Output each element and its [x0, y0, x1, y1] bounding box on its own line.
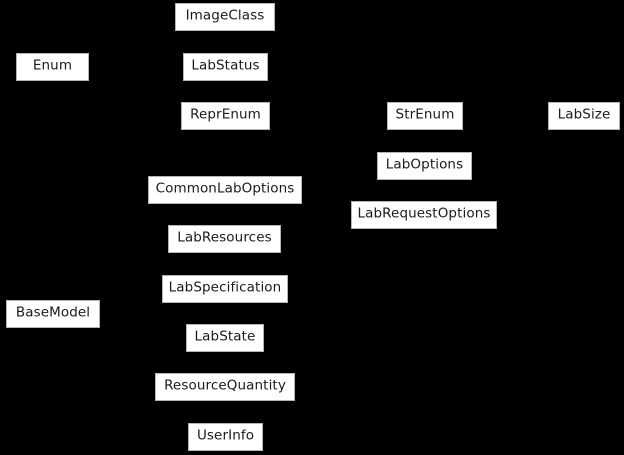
class-node-resource-quantity[interactable]: ResourceQuantity	[155, 373, 295, 401]
class-node-label: LabRequestOptions	[357, 205, 491, 222]
inheritance-edge	[100, 313, 155, 388]
class-node-enum[interactable]: Enum	[16, 53, 89, 81]
class-node-lab-state[interactable]: LabState	[186, 324, 264, 352]
class-node-lab-status[interactable]: LabStatus	[183, 53, 268, 81]
class-node-label: LabOptions	[385, 156, 464, 173]
class-node-lab-resources[interactable]: LabResources	[168, 225, 281, 253]
inheritance-edge	[100, 313, 186, 339]
class-node-lab-options[interactable]: LabOptions	[377, 152, 472, 180]
inheritance-edge	[100, 288, 162, 315]
class-node-base-model[interactable]: BaseModel	[6, 300, 100, 328]
class-node-label: Enum	[32, 57, 73, 74]
class-node-label: ImageClass	[185, 7, 265, 24]
class-node-label: LabSpecification	[168, 279, 282, 296]
inheritance-edge	[89, 66, 181, 117]
inheritance-edge	[100, 16, 175, 315]
class-node-common-lab-options[interactable]: CommonLabOptions	[148, 176, 302, 204]
class-node-label: UserInfo	[196, 427, 255, 444]
class-node-label: LabSize	[557, 106, 611, 123]
class-node-label: LabState	[194, 328, 256, 345]
class-node-label: BaseModel	[15, 304, 91, 321]
class-node-lab-size[interactable]: LabSize	[548, 102, 620, 130]
class-node-user-info[interactable]: UserInfo	[188, 423, 263, 451]
class-node-repr-enum[interactable]: ReprEnum	[181, 102, 270, 130]
class-node-lab-specification[interactable]: LabSpecification	[162, 275, 288, 303]
class-node-label: StrEnum	[395, 106, 455, 123]
inheritance-edge	[100, 238, 168, 315]
inheritance-edge	[100, 189, 148, 315]
class-node-label: LabResources	[177, 229, 272, 246]
class-node-str-enum[interactable]: StrEnum	[387, 102, 463, 130]
class-node-label: LabStatus	[191, 57, 260, 74]
class-node-image-class[interactable]: ImageClass	[175, 3, 275, 31]
inheritance-edge	[302, 189, 351, 216]
class-node-label: ResourceQuantity	[164, 377, 286, 394]
class-node-label: ReprEnum	[190, 106, 261, 123]
inheritance-edge	[302, 165, 377, 191]
class-node-label: CommonLabOptions	[155, 180, 295, 197]
class-node-lab-request-options[interactable]: LabRequestOptions	[351, 201, 497, 229]
